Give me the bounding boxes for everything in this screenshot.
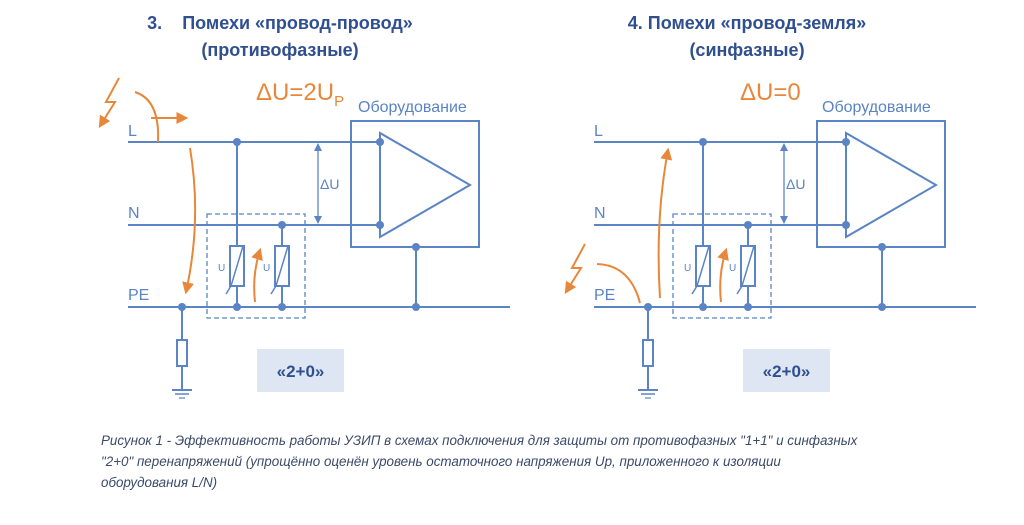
right-amplifier-symbol xyxy=(845,131,938,239)
right-label-L: L xyxy=(594,123,603,140)
right-ground-resistor xyxy=(642,307,654,390)
left-label-PE: PE xyxy=(128,287,149,304)
right-delta-u-arrowhead xyxy=(780,143,788,151)
right-current-arrow-up-N xyxy=(717,247,729,303)
right-varistor-1: U xyxy=(684,142,711,307)
right-scheme-badge-text: «2+0» xyxy=(763,362,811,381)
caption-line3: оборудования L/N) xyxy=(101,475,218,490)
left-title-line2: (противофазные) xyxy=(201,40,359,60)
left-ground-symbol xyxy=(172,389,192,399)
left-node xyxy=(376,221,384,229)
right-node xyxy=(842,138,850,146)
right-node xyxy=(878,243,886,251)
left-scheme-badge-text: «2+0» xyxy=(277,362,325,381)
right-delta-u-label: ΔU xyxy=(786,176,805,192)
right-lightning-icon xyxy=(564,243,586,295)
left-equipment-box xyxy=(350,120,480,248)
right-delta-u-title: ΔU=0 xyxy=(740,79,801,106)
left-delta-u-arrowhead xyxy=(314,216,322,224)
right-delta-u-arrowhead xyxy=(780,216,788,224)
left-delta-u-arrowhead xyxy=(314,143,322,151)
right-node xyxy=(878,303,886,311)
right-surge-arc xyxy=(596,263,641,304)
right-equipment-label: Оборудование xyxy=(822,99,931,116)
left-panel: ΔU=2UP Оборудование L N PE ΔU xyxy=(98,77,510,399)
left-spd-box xyxy=(206,213,306,319)
left-surge-arc xyxy=(134,91,160,143)
right-varistor-label: U xyxy=(684,263,691,274)
left-amplifier-symbol xyxy=(379,131,472,239)
right-title-line1: 4. Помехи «провод-земля» xyxy=(627,13,867,33)
caption-line1: Рисунок 1 - Эффективность работы УЗИП в … xyxy=(101,433,858,448)
left-delta-u-title: ΔU=2UP xyxy=(256,79,344,110)
right-equipment-box xyxy=(816,120,946,248)
left-scheme-badge xyxy=(257,349,344,392)
right-current-arrow-up-L xyxy=(657,147,673,299)
figure-caption: Рисунок 1 - Эффективность работы УЗИП в … xyxy=(101,430,1001,493)
left-title-line1: 3. Помехи «провод-провод» xyxy=(147,13,413,33)
right-varistor-label: U xyxy=(729,263,736,274)
left-current-arrow-L-PE xyxy=(182,147,197,295)
left-current-arrow-up xyxy=(251,247,263,303)
left-varistor-2: U xyxy=(263,225,290,307)
right-title: 4. Помехи «провод-земля» (синфазные) xyxy=(597,10,897,64)
caption-line2: "2+0" перенапряжений (упрощённо оценён у… xyxy=(101,454,781,469)
left-delta-u-label: ΔU xyxy=(320,176,339,192)
left-label-L: L xyxy=(128,123,137,140)
left-varistor-label: U xyxy=(263,263,270,274)
left-title: 3. Помехи «провод-провод» (противофазные… xyxy=(130,10,430,64)
right-label-PE: PE xyxy=(594,287,615,304)
surge-protection-diagram: ΔU=2UP Оборудование L N PE ΔU xyxy=(98,77,976,399)
left-varistor-label: U xyxy=(218,263,225,274)
left-equipment-label: Оборудование xyxy=(358,99,467,116)
left-lightning-icon xyxy=(98,77,120,129)
right-varistor-2: U xyxy=(729,225,756,307)
right-spd-box xyxy=(672,213,772,319)
right-title-line2: (синфазные) xyxy=(689,40,805,60)
right-ground-symbol xyxy=(638,389,658,399)
left-ground-resistor xyxy=(176,307,188,390)
right-node xyxy=(842,221,850,229)
right-label-N: N xyxy=(594,205,606,222)
left-node xyxy=(412,303,420,311)
right-panel: ΔU=0 Оборудование L N PE ΔU U xyxy=(564,79,976,399)
left-label-N: N xyxy=(128,205,140,222)
right-scheme-badge xyxy=(743,349,830,392)
left-varistor-1: U xyxy=(218,142,245,307)
left-node xyxy=(376,138,384,146)
left-node xyxy=(412,243,420,251)
